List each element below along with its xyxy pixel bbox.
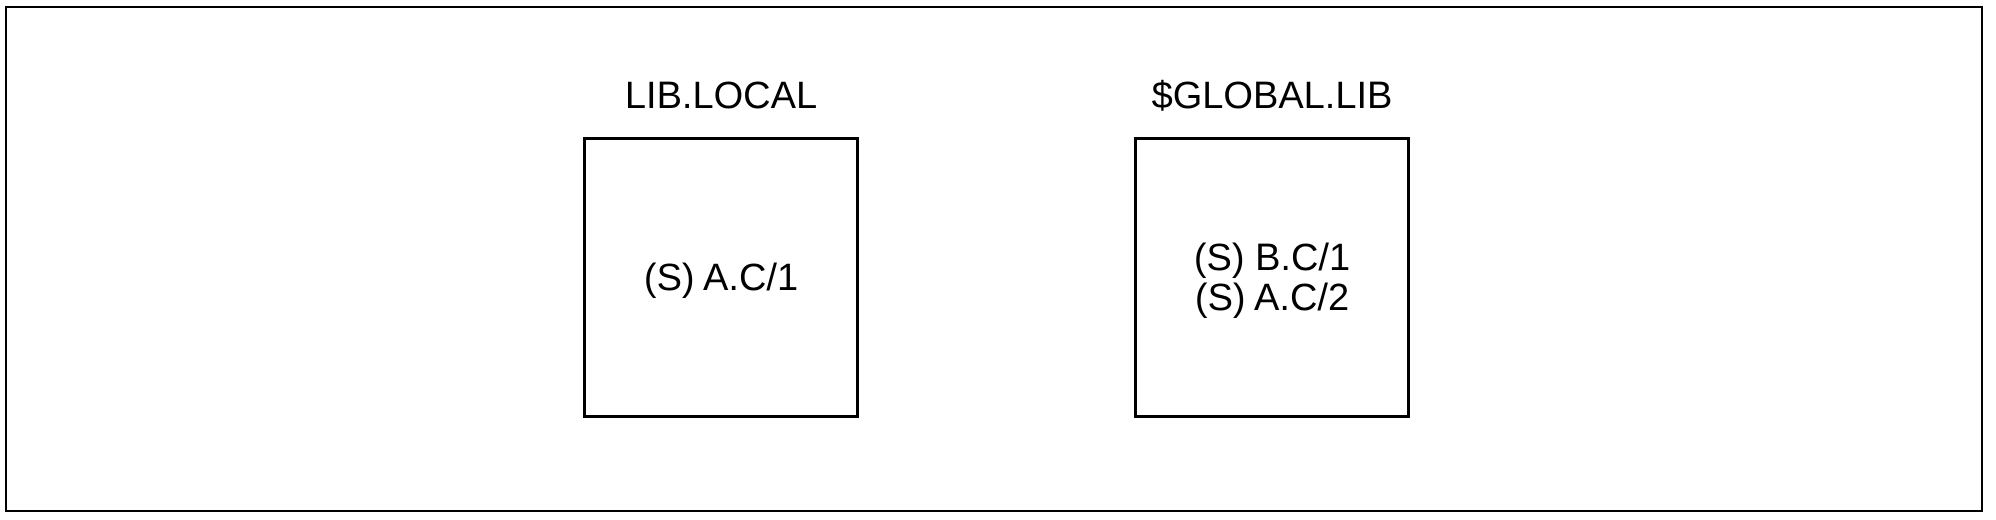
library-local-box: (S) A.C/1 xyxy=(583,137,859,418)
library-global-entry: (S) B.C/1 xyxy=(1193,236,1351,279)
diagram-frame xyxy=(5,6,1983,512)
library-local-title: LIB.LOCAL xyxy=(624,75,818,117)
library-global-box: (S) B.C/1 (S) A.C/2 xyxy=(1134,137,1410,418)
library-local-entry: (S) A.C/1 xyxy=(643,256,799,299)
library-global-entry: (S) A.C/2 xyxy=(1194,276,1350,319)
library-global-title: $GLOBAL.LIB xyxy=(1151,75,1393,117)
